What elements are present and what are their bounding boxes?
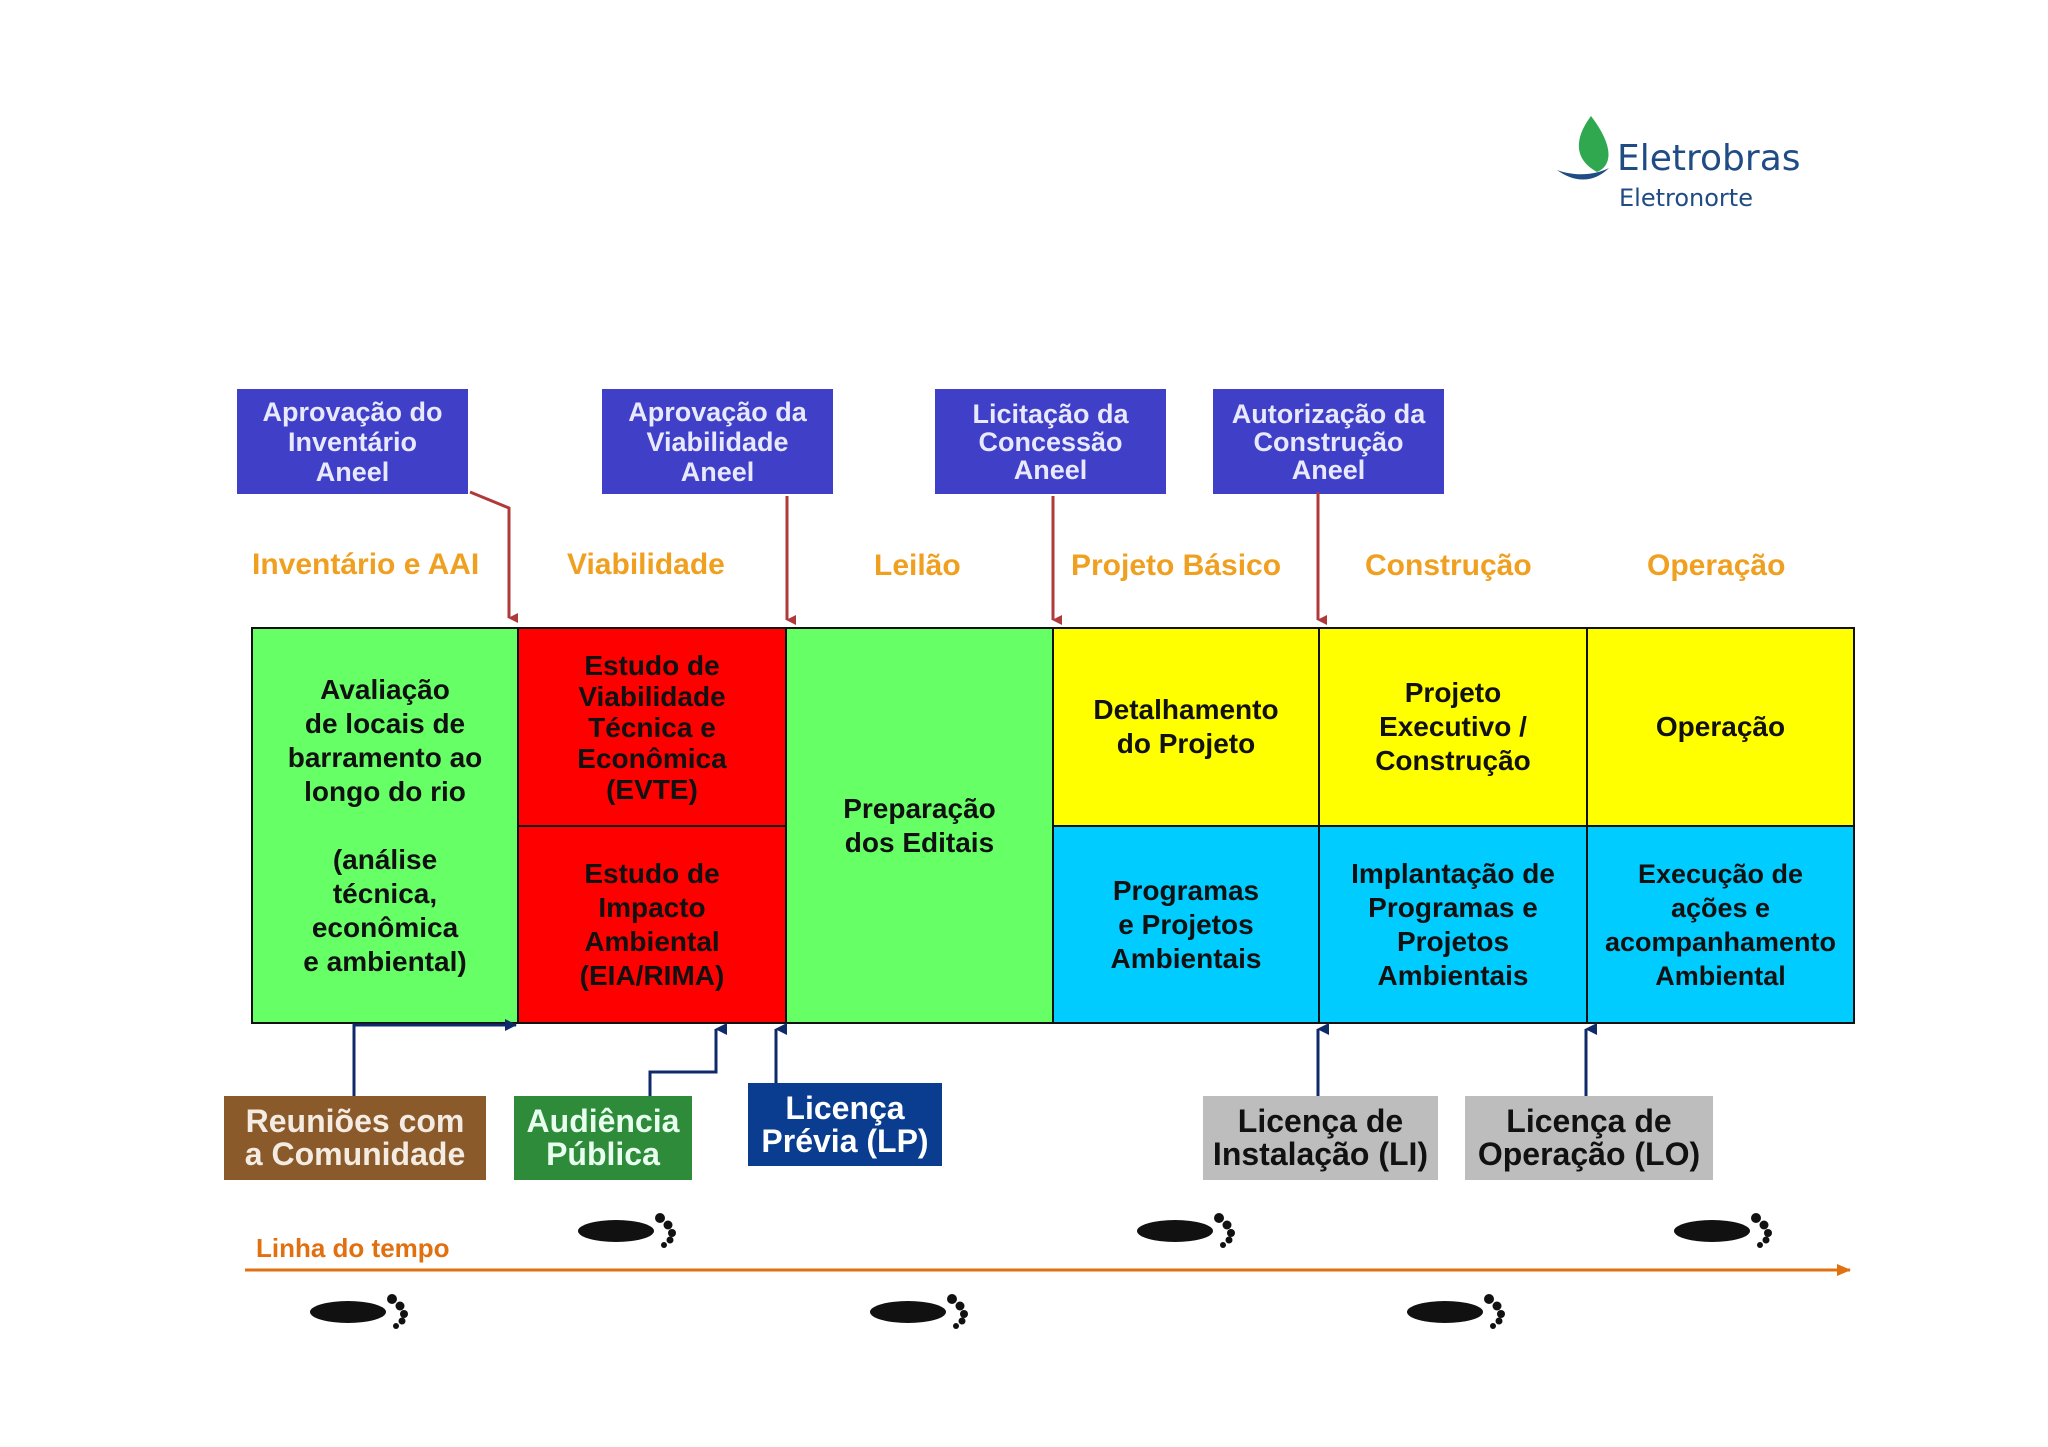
timeline-label: Linha do tempo	[256, 1233, 450, 1263]
footprint-icon	[1407, 1294, 1505, 1329]
cell-implantacao: Implantação de Programas e Projetos Ambi…	[1318, 825, 1588, 1024]
cell-inventario: Avaliação de locais de barramento ao lon…	[251, 627, 519, 1024]
arrow-reunioes	[352, 1019, 517, 1096]
leaf-icon	[1557, 116, 1609, 180]
footprint-icon	[1674, 1213, 1772, 1248]
licenca-operacao-box: Licença de Operação (LO)	[1465, 1096, 1713, 1180]
eletrobras-logo: Eletrobras Eletronorte	[1545, 108, 1805, 218]
footprint-icon	[310, 1294, 408, 1329]
cell-evte: Estudo de Viabilidade Técnica e Econômic…	[517, 627, 787, 827]
approval-inventario: Aprovação do Inventário Aneel	[237, 389, 468, 494]
footprint-icon	[1137, 1213, 1235, 1248]
approval-concessao: Licitação da Concessão Aneel	[935, 389, 1166, 494]
licenca-instalacao-box: Licença de Instalação (LI)	[1203, 1096, 1438, 1180]
logo-name: Eletrobras	[1617, 138, 1801, 179]
phase-leilao: Leilão	[874, 549, 961, 582]
phase-operacao: Operação	[1647, 549, 1786, 582]
licenca-previa-box: Licença Prévia (LP)	[748, 1083, 942, 1166]
approval-construcao: Autorização da Construção Aneel	[1213, 389, 1444, 494]
phase-viabilidade: Viabilidade	[567, 548, 725, 581]
audiencia-box: Audiência Pública	[514, 1096, 692, 1180]
cell-programas: Programas e Projetos Ambientais	[1052, 825, 1320, 1024]
cell-operacao: Operação	[1586, 627, 1855, 827]
cell-detalhamento: Detalhamento do Projeto	[1052, 627, 1320, 827]
phase-construcao: Construção	[1365, 549, 1532, 582]
approval-viabilidade: Aprovação da Viabilidade Aneel	[602, 389, 833, 494]
reunioes-box: Reuniões com a Comunidade	[224, 1096, 486, 1180]
footprint-icon	[870, 1294, 968, 1329]
footprint-icon	[578, 1213, 676, 1248]
cell-eia: Estudo de Impacto Ambiental (EIA/RIMA)	[517, 825, 787, 1024]
cell-execucao: Execução de ações e acompanhamento Ambie…	[1586, 825, 1855, 1024]
cell-executivo: Projeto Executivo / Construção	[1318, 627, 1588, 827]
logo-subname: Eletronorte	[1619, 184, 1753, 212]
arrow-audiencia	[648, 1023, 727, 1096]
phase-projeto-basico: Projeto Básico	[1071, 549, 1282, 582]
cell-editais: Preparação dos Editais	[785, 627, 1054, 1024]
phase-inventario: Inventário e AAI	[252, 548, 480, 581]
